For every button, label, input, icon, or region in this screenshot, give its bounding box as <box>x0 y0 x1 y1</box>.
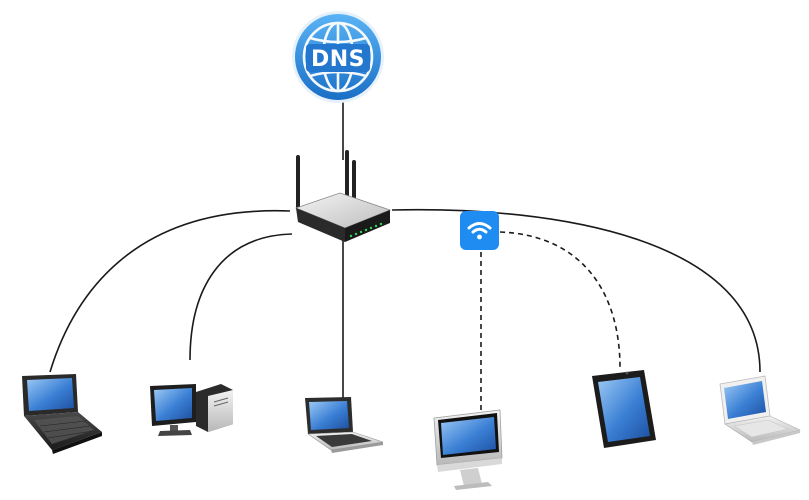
dns-server-icon: DNS <box>292 11 384 103</box>
wired-link-white-laptop <box>391 208 761 373</box>
dns-label: DNS <box>311 47 365 72</box>
convertible-laptop-icon <box>22 374 102 454</box>
laptop-icon <box>305 397 384 453</box>
imac-icon <box>433 409 503 490</box>
wired-link-desktop <box>189 233 293 361</box>
white-laptop-icon <box>719 375 801 445</box>
desktop-computer-icon <box>150 384 233 436</box>
wifi-icon <box>460 211 499 250</box>
wireless-router-icon <box>294 150 392 242</box>
tablet-icon <box>592 370 656 448</box>
wired-link-convertible-laptop <box>49 210 291 373</box>
wireless-link-tablet <box>499 231 621 369</box>
connections <box>49 100 761 410</box>
